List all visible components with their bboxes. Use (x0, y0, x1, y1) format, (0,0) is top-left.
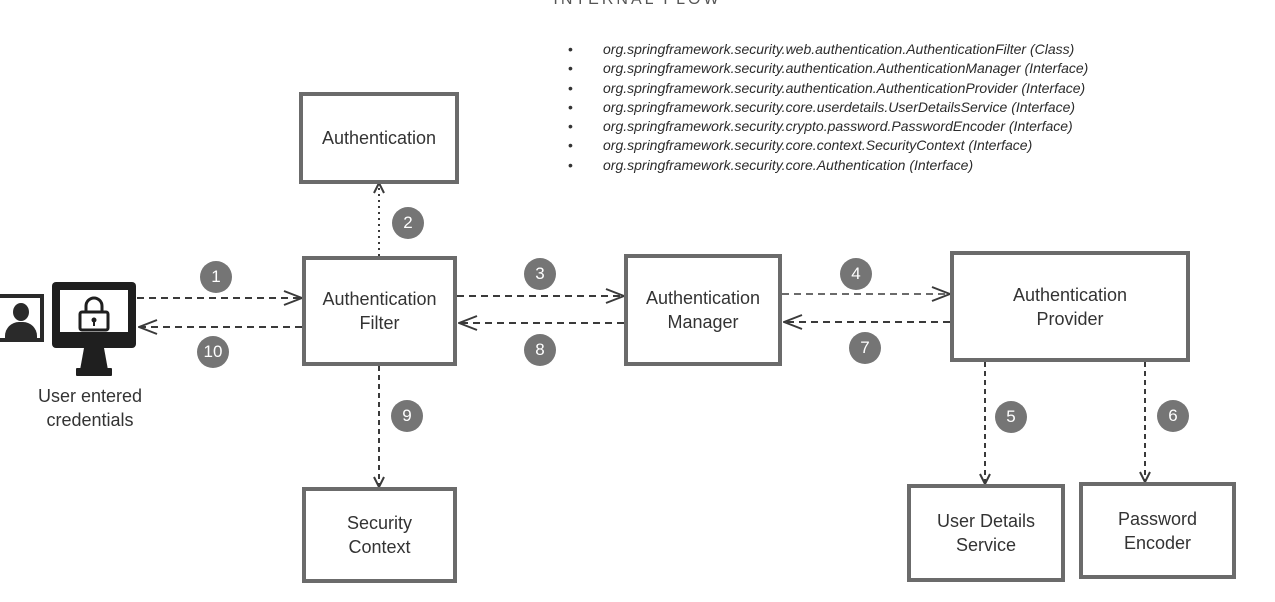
password-encoder-node: Password Encoder (1079, 482, 1236, 579)
user-details-service-label-line2: Service (955, 535, 1017, 555)
security-context-label-line2: Context (348, 537, 411, 557)
password-encoder-label-line1: Password (1117, 508, 1198, 529)
user-caption: User entered credentials (20, 384, 160, 432)
authentication-node: Authentication (299, 92, 459, 184)
step-badge-6: 6 (1157, 400, 1189, 432)
step-badge-2: 2 (392, 207, 424, 239)
user-caption-line2: credentials (46, 410, 134, 430)
step-badge-10: 10 (197, 336, 229, 368)
authentication-provider-node: Authentication Provider (950, 251, 1190, 362)
password-encoder-label-line2: Encoder (1123, 532, 1192, 553)
class-list-item: org.springframework.security.authenticat… (568, 79, 1088, 99)
authentication-filter-label-line2: Filter (359, 313, 400, 333)
class-list-item: org.springframework.security.authenticat… (568, 59, 1088, 79)
authentication-filter-node: Authentication Filter (302, 256, 457, 366)
class-list-item: org.springframework.security.core.userde… (568, 98, 1088, 118)
monitor-lock-icon (52, 282, 136, 376)
authentication-manager-node: Authentication Manager (624, 254, 782, 366)
step-badge-1: 1 (200, 261, 232, 293)
step-badge-8: 8 (524, 334, 556, 366)
step-badge-3: 3 (524, 258, 556, 290)
authentication-manager-label-line2: Manager (667, 312, 739, 332)
authentication-manager-label-line1: Authentication (645, 288, 761, 308)
class-list-item: org.springframework.security.web.authent… (568, 40, 1088, 60)
class-list-item: org.springframework.security.core.contex… (568, 136, 1088, 156)
user-details-service-node: User Details Service (907, 484, 1065, 582)
step-badge-9: 9 (391, 400, 423, 432)
class-list-item: org.springframework.security.crypto.pass… (568, 117, 1088, 137)
security-context-label-line1: Security (346, 513, 413, 533)
step-badge-5: 5 (995, 401, 1027, 433)
class-list: org.springframework.security.web.authent… (568, 40, 1088, 175)
authentication-provider-label-line1: Authentication (1012, 284, 1128, 305)
user-caption-line1: User entered (37, 386, 143, 406)
authentication-node-label: Authentication (321, 128, 437, 148)
person-icon (0, 294, 44, 342)
step-badge-4: 4 (840, 258, 872, 290)
diagram-title: INTERNAL FLOW (0, 0, 1275, 9)
authentication-filter-label-line1: Authentication (322, 289, 437, 309)
class-list-item: org.springframework.security.core.Authen… (568, 156, 1088, 176)
security-context-node: Security Context (302, 487, 457, 583)
user-details-service-label-line1: User Details (936, 511, 1036, 531)
step-badge-7: 7 (849, 332, 881, 364)
authentication-provider-label-line2: Provider (1036, 308, 1104, 329)
